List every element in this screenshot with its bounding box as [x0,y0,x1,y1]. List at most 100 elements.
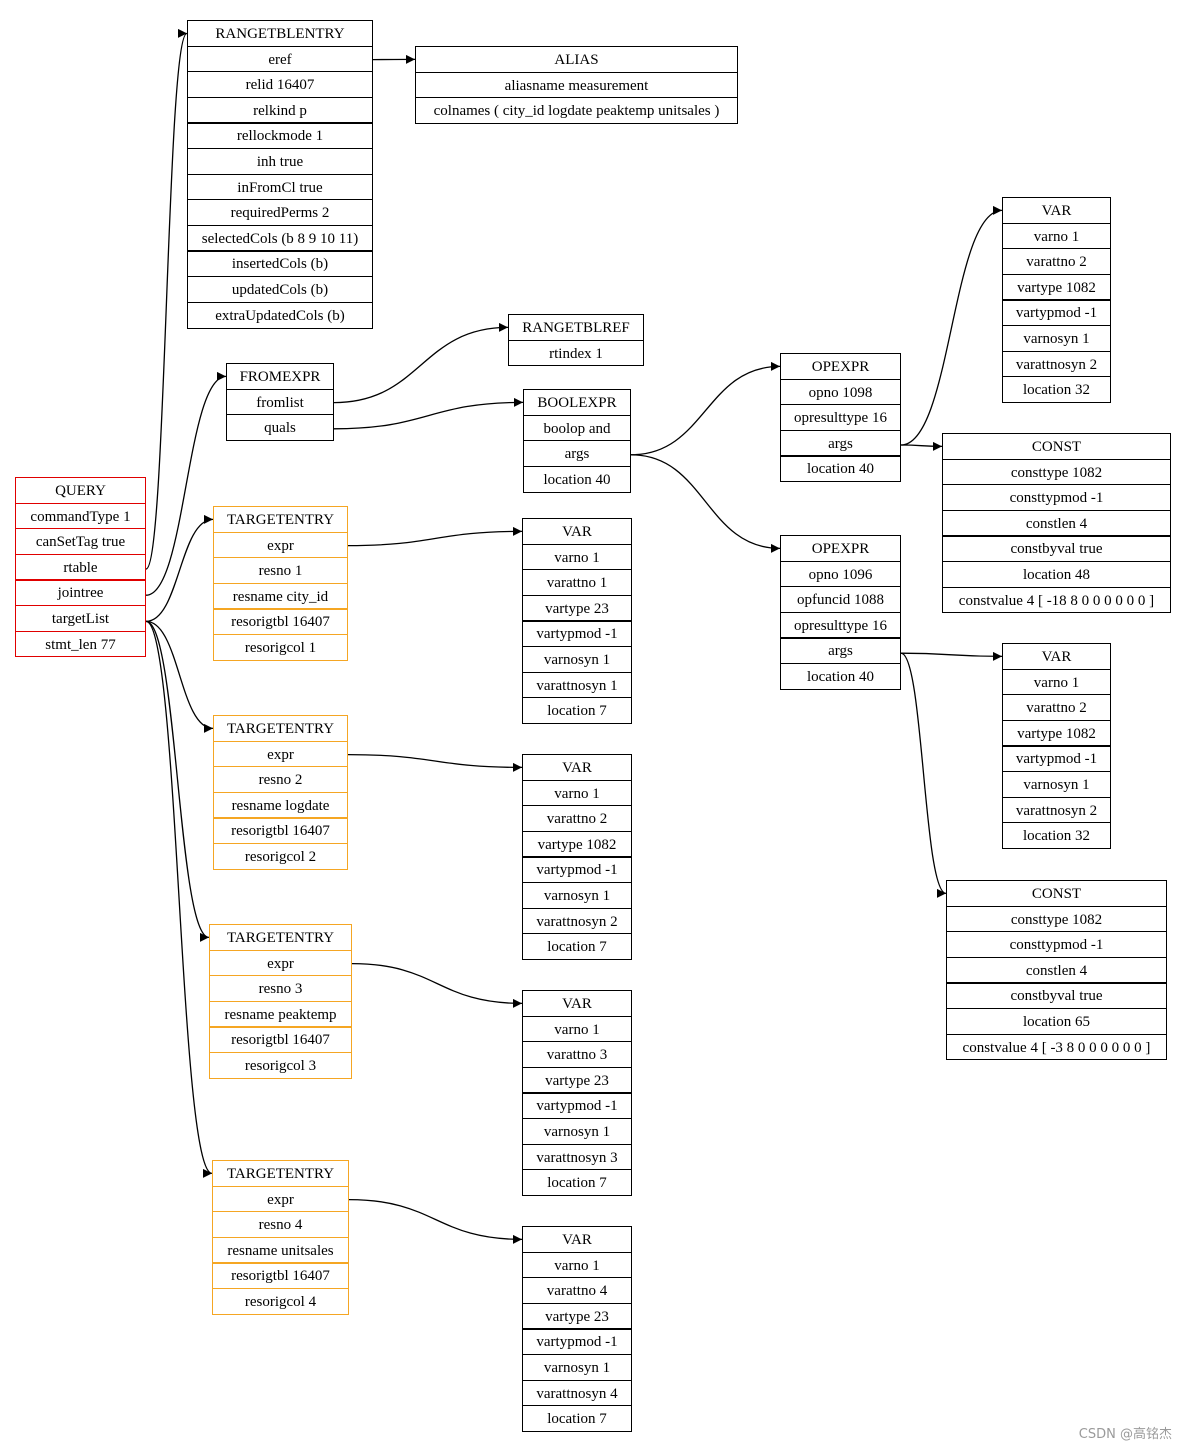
node-title: QUERY [15,477,146,504]
node-field: location 7 [522,933,632,961]
node-field: consttype 1082 [942,458,1171,486]
node-field: location 7 [522,697,632,725]
node-title: TARGETENTRY [209,924,352,951]
node-field: location 65 [946,1008,1167,1035]
node-field: args [780,637,901,665]
node-field: resno 2 [213,766,348,794]
edge-query-to-te4 [145,620,213,1178]
node-field: resname peaktemp [209,1000,352,1028]
watermark: CSDN @高铭杰 [1078,1427,1172,1442]
node-field: consttypmod -1 [946,931,1167,959]
node-title: ALIAS [415,46,738,73]
node-title: VAR [1002,643,1111,670]
node-field: opresulttype 16 [780,611,901,639]
node-field: location 40 [780,663,901,690]
node-title: CONST [942,433,1171,460]
node-field: location 7 [522,1405,632,1433]
node-title: TARGETENTRY [212,1160,349,1187]
node-field: expr [213,740,348,768]
node-field: location 40 [780,455,901,483]
node-field: resorigcol 3 [209,1052,352,1079]
node-field: varnosyn 1 [522,1354,632,1381]
node-field: updatedCols (b) [187,276,373,303]
node-field: location 32 [1002,822,1111,850]
node-title: VAR [522,1226,632,1253]
node-field: fromlist [226,388,334,416]
edge-query-to-fromexpr [145,371,227,596]
node-field: constvalue 4 [ -3 8 0 0 0 0 0 0 ] [946,1033,1167,1061]
node-field: varnosyn 1 [522,882,632,909]
node-field: args [780,429,901,457]
node-field: varattnosyn 1 [522,671,632,699]
node-title: VAR [522,990,632,1017]
node-field: requiredPerms 2 [187,199,373,227]
node-field: constvalue 4 [ -18 8 0 0 0 0 0 0 ] [942,586,1171,614]
node-title: CONST [946,880,1167,907]
node-field: vartypmod -1 [522,620,632,648]
node-field: resorigtbl 16407 [209,1026,352,1054]
node-field: vartype 23 [522,1302,632,1330]
node-field: varattno 1 [522,569,632,597]
node-field: varno 1 [522,779,632,807]
node-title: VAR [522,518,632,545]
node-field: aliasname measurement [415,71,738,99]
node-field: resorigtbl 16407 [213,817,348,845]
node-title: OPEXPR [780,535,901,562]
edge-fromexpr-to-boolexpr [333,397,524,430]
node-field: varnosyn 1 [522,1118,632,1145]
node-field: rtable [15,553,146,581]
edge-query-to-te1 [145,514,214,623]
node-field: vartypmod -1 [1002,299,1111,327]
node-title: RANGETBLENTRY [187,20,373,47]
node-field: eref [187,45,373,73]
node-field: selectedCols (b 8 9 10 11) [187,224,373,252]
node-field: targetList [15,605,146,632]
node-field: resname city_id [213,582,348,610]
node-field: opresulttype 16 [780,404,901,432]
edge-query-to-rte [145,29,188,570]
node-field: varno 1 [522,1251,632,1279]
node-field: vartypmod -1 [522,1328,632,1356]
node-field: varattno 2 [1002,694,1111,722]
node-field: expr [209,949,352,977]
node-field: consttypmod -1 [942,484,1171,512]
node-title: OPEXPR [780,353,901,380]
node-title: FROMEXPR [226,363,334,390]
node-field: constbyval true [946,982,1167,1010]
node-field: varattnosyn 2 [1002,796,1111,824]
edge-te2-to-var2 [347,753,523,772]
edge-opexpr1-to-var_op1 [900,205,1003,446]
node-field: vartype 1082 [1002,719,1111,747]
edge-query-to-te2 [145,620,214,733]
node-field: jointree [15,579,146,607]
node-field: rellockmode 1 [187,122,373,150]
node-field: varnosyn 1 [522,646,632,673]
node-field: expr [212,1185,349,1213]
node-field: location 7 [522,1169,632,1197]
edge-opexpr2-to-const2 [900,652,947,898]
node-field: resorigcol 1 [213,634,348,661]
node-field: inFromCl true [187,173,373,201]
node-field: varattnosyn 4 [522,1379,632,1407]
edge-boolexpr-to-opexpr2 [630,454,781,553]
node-field: resorigcol 2 [213,843,348,870]
edge-te1-to-var1 [347,526,523,547]
node-field: resno 4 [212,1211,349,1239]
node-field: varattnosyn 2 [1002,350,1111,378]
node-field: constlen 4 [946,956,1167,984]
node-field: varno 1 [522,1015,632,1043]
